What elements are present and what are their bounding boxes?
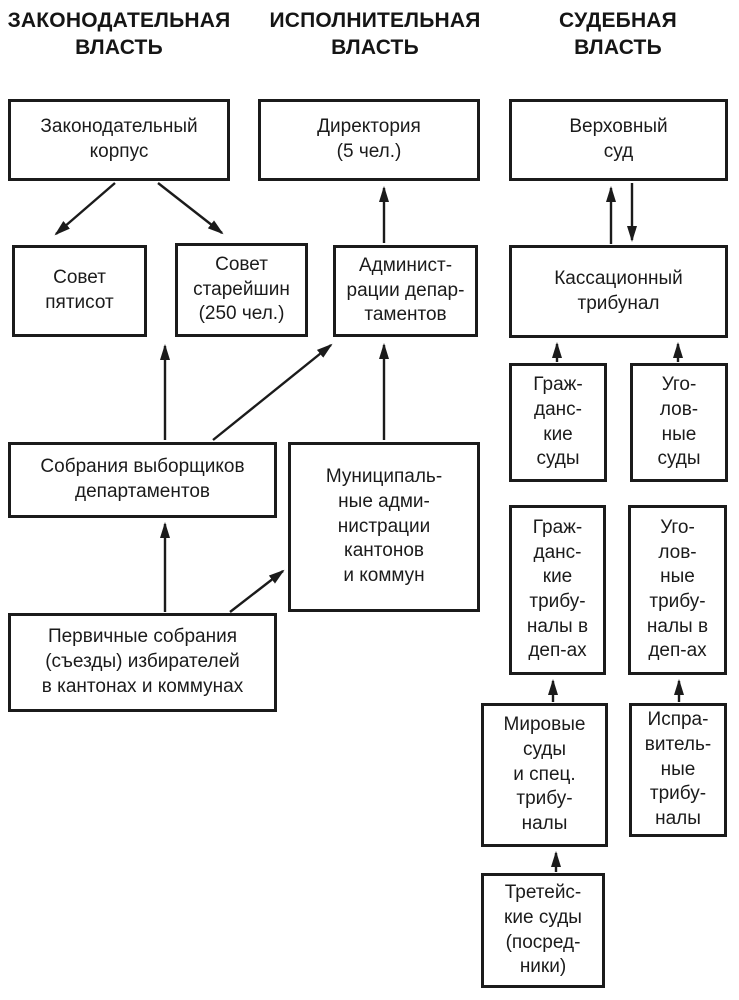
arrow-electors-to-deptadmin xyxy=(212,343,333,441)
arrow-corpus-to-elders xyxy=(157,182,224,235)
node-dept-administrations: Админист- рации депар- таментов xyxy=(333,245,478,337)
node-civil-tribunals: Граж- данс- кие трибу- налы в деп-ах xyxy=(509,505,606,675)
node-arbitration-courts: Третейс- кие суды (посред- ники) xyxy=(481,873,605,988)
header-legislative-power: ЗАКОНОДАТЕЛЬНАЯ ВЛАСТЬ xyxy=(7,9,231,59)
node-criminal-courts: Уго- лов- ные суды xyxy=(630,363,728,482)
node-criminal-tribunals: Уго- лов- ные трибу- налы в деп-ах xyxy=(628,505,727,675)
node-municipal-administrations: Муниципаль- ные адми- нистрации кантонов… xyxy=(288,442,480,612)
node-primary-assemblies: Первичные собрания (съезды) избирателей … xyxy=(8,613,277,712)
arrow-corpus-to-council500 xyxy=(54,182,116,236)
header-executive-power: ИСПОЛНИТЕЛЬНАЯ ВЛАСТЬ xyxy=(269,9,481,59)
node-cassation-tribunal: Кассационный трибунал xyxy=(509,245,728,338)
node-directory: Директория (5 чел.) xyxy=(258,99,480,181)
arrow-primary-to-municipal xyxy=(229,569,285,613)
node-civil-courts: Граж- данс- кие суды xyxy=(509,363,607,482)
node-legislative-corpus: Законодательный корпус xyxy=(8,99,230,181)
node-council-elders: Совет старейшин (250 чел.) xyxy=(175,243,308,337)
node-council-500: Совет пятисот xyxy=(12,245,147,337)
header-judicial-power: СУДЕБНАЯ ВЛАСТЬ xyxy=(559,9,677,59)
node-correctional-tribunals: Испра- витель- ные трибу- налы xyxy=(629,703,727,837)
node-electors-assemblies: Собрания выборщиков департаментов xyxy=(8,442,277,518)
node-supreme-court: Верховный суд xyxy=(509,99,728,181)
node-justice-courts: Мировые суды и спец. трибу- налы xyxy=(481,703,608,847)
